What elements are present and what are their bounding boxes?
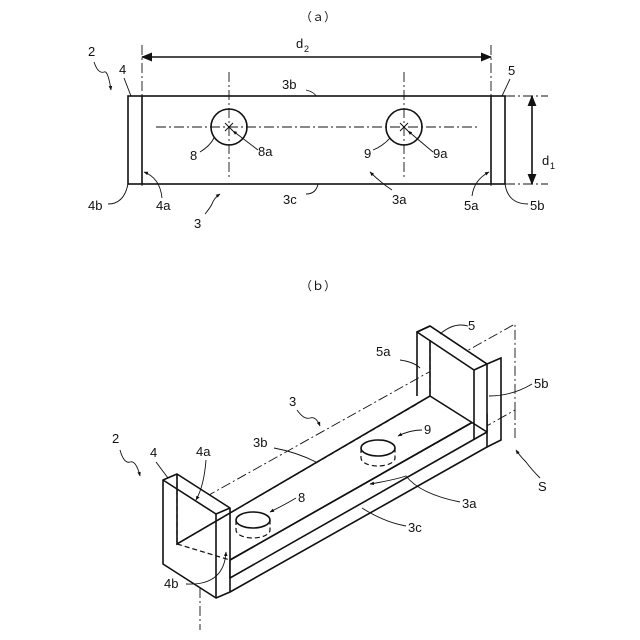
- label-3-b: 3: [289, 394, 296, 409]
- label-4b: 4b: [88, 198, 102, 213]
- label-9a: 9a: [433, 146, 448, 161]
- label-3b-b: 3b: [253, 435, 267, 450]
- label-9-b: 9: [424, 422, 431, 437]
- label-3c-b: 3c: [408, 520, 422, 535]
- dimension-d1: d 1: [505, 96, 555, 184]
- labels-a: 2 4 5 3b 8 8a 9 9a 4b 4a 3 3c 3a 5a 5b: [88, 44, 544, 231]
- caption-b: （ｂ）: [300, 279, 336, 293]
- label-5a: 5a: [464, 198, 479, 213]
- d2-label: d: [296, 36, 303, 51]
- dimension-d2: d 2: [142, 36, 491, 186]
- label-2: 2: [88, 44, 95, 59]
- label-4: 4: [119, 62, 126, 77]
- hole-8-iso: [236, 512, 270, 528]
- label-3b: 3b: [282, 77, 296, 92]
- label-4a-b: 4a: [196, 444, 211, 459]
- label-8-b: 8: [298, 490, 305, 505]
- plate-top-view: [128, 72, 505, 184]
- label-4-b: 4: [150, 445, 157, 460]
- label-5-b: 5: [468, 318, 475, 333]
- caption-a: （ａ）: [300, 10, 336, 24]
- label-2-b: 2: [112, 431, 119, 446]
- d1-label: d: [542, 153, 549, 168]
- d1-subscript: 1: [550, 161, 555, 171]
- label-4a: 4a: [156, 198, 171, 213]
- label-5a-b: 5a: [376, 344, 391, 359]
- label-3a-b: 3a: [462, 496, 477, 511]
- label-3c: 3c: [283, 192, 297, 207]
- label-3: 3: [194, 216, 201, 231]
- label-5b: 5b: [530, 198, 544, 213]
- label-8: 8: [190, 148, 197, 163]
- label-8a: 8a: [258, 144, 273, 159]
- bracket-isometric: [163, 326, 501, 598]
- label-4b-b: 4b: [164, 576, 178, 591]
- label-9: 9: [364, 146, 371, 161]
- hole-9-iso: [361, 440, 395, 456]
- label-S: S: [538, 479, 547, 494]
- label-5: 5: [508, 63, 515, 78]
- d2-subscript: 2: [304, 44, 309, 54]
- label-5b-b: 5b: [534, 376, 548, 391]
- label-3a: 3a: [392, 192, 407, 207]
